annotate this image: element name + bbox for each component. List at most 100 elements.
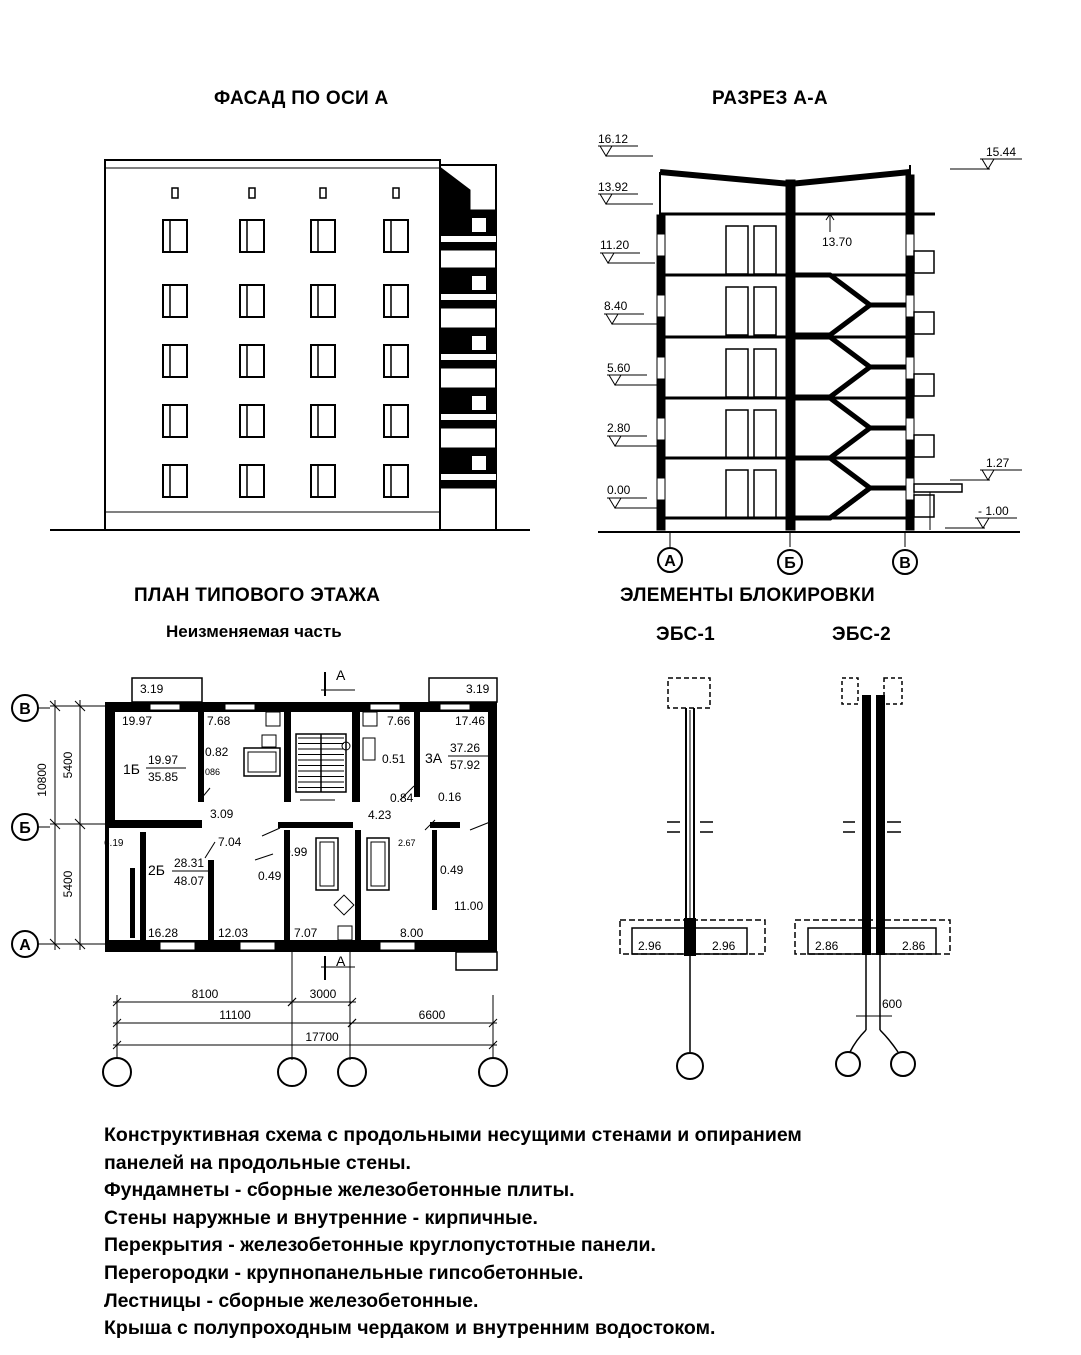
svg-text:В: В [19,701,31,718]
facade-balcony [440,327,497,369]
section-balcony [913,434,935,458]
section-balcony [913,494,935,518]
facade-window [310,344,336,378]
ebs1-right-value: 2.96 [712,939,736,953]
area-17-46: 17.46 [455,714,485,728]
dim-5400-upper: 5400 [61,751,75,778]
ebs1-drawing [619,677,766,1080]
svg-text:А: А [19,937,31,954]
section-drawing [598,145,1022,533]
area-0-82: 0.82 [205,745,229,759]
ebs2-left-value: 2.86 [815,939,839,953]
dim-11100: 11100 [219,1008,251,1022]
dim-5400-lower: 5400 [61,870,75,897]
note-line: Лестницы - сборные железобетонные. [104,1289,479,1312]
note-line: Фундамнеты - сборные железобетонные плит… [104,1179,575,1202]
plan-axis-b: Б [11,813,50,841]
area-4-23: 4.23 [368,808,392,822]
facade-balcony [440,209,497,251]
area-0-99: 0.99 [284,845,308,859]
area-0-49-right: 0.49 [440,863,464,877]
area-0-51: 0.51 [382,752,406,766]
facade-window [239,219,265,253]
plan-axis-v: В [11,694,50,722]
area-16-28: 16.28 [148,926,178,940]
balcony-bottom: 2.96 [462,938,486,952]
area-7-04: 7.04 [218,835,242,849]
plan-title: ПЛАН ТИПОВОГО ЭТАЖА [134,585,381,606]
ebs2-gap: 600 [882,997,902,1011]
section-balcony [913,250,935,274]
note-line: Перекрытия - железобетонные круглопустот… [104,1234,656,1257]
section-stair-flight [795,272,906,308]
svg-text:В: В [899,555,911,572]
facade-window [383,284,409,318]
section-door [753,348,777,398]
level-15-44: 15.44 [986,145,1016,159]
facade-title: ФАСАД ПО ОСИ А [214,88,389,109]
section-door [725,469,749,519]
note-line: Перегородки - крупнопанельные гипсобетон… [104,1261,584,1284]
section-door [753,225,777,275]
facade-window [310,284,336,318]
apt-1b-small: 086 [205,767,220,777]
area-7-66: 7.66 [387,714,411,728]
area-2-67: 2.67 [398,838,416,848]
section-stair-flight [795,365,872,400]
level-11-20: 11.20 [600,238,629,252]
area-19-97: 19.97 [122,714,152,728]
note-line: Крыша с полупроходным чердаком и внутрен… [104,1317,716,1340]
section-door [725,409,749,459]
ebs2-title: ЭБС-2 [832,624,892,645]
facade-balcony [440,387,497,429]
section-stair-flight [795,395,906,431]
note-line: панелей на продольные стены. [104,1151,411,1174]
apt-3a-total: 57.92 [450,758,480,772]
note-line: Стены наружные и внутренние - кирпичные. [104,1206,538,1229]
facade-vent [171,187,179,199]
blocking-title: ЭЛЕМЕНТЫ БЛОКИРОВКИ [620,585,875,606]
section-stair-flight [795,334,906,370]
area-3-09: 3.09 [210,807,234,821]
balcony-left: 3.19 [140,682,164,696]
area-7-07: 7.07 [294,926,318,940]
ebs1-left-value: 2.96 [638,939,662,953]
section-door [753,286,777,336]
facade-window [239,404,265,438]
area-6-19: 6.19 [104,838,124,849]
construction-notes: Конструктивная схема с продольными несущ… [104,1122,1004,1343]
facade-window [162,404,188,438]
balcony-right: 3.19 [466,682,490,696]
facade-vent [392,187,400,199]
facade-window [310,464,336,498]
dim-3000: 3000 [310,987,337,1001]
facade-window [310,404,336,438]
level-0-00: 0.00 [607,483,631,497]
apt-1b-code: 1Б [123,761,140,777]
level-13-70: 13.70 [822,235,852,249]
area-0-84: 0.84 [390,791,414,805]
facade-window [383,219,409,253]
ebs2-right-value: 2.86 [902,939,926,953]
section-door [725,225,749,275]
level-marks [598,145,1022,529]
plan-bottom-axis-bubbles [102,1057,508,1087]
ebs2-drawing [794,677,951,1077]
section-axis-v: В [892,532,918,575]
facade-drawing [50,159,530,531]
dim-17700: 17700 [305,1030,339,1044]
apt-3a-code: 3А [425,750,443,766]
facade-window [162,284,188,318]
section-door [753,409,777,459]
facade-balcony [440,447,497,489]
level-5-60: 5.60 [607,361,631,375]
svg-text:А: А [664,553,676,570]
facade-balcony [440,267,497,309]
dim-10800: 10800 [35,763,49,797]
apt-2b-living: 28.31 [174,856,204,870]
facade-window [383,404,409,438]
cut-mark-bottom: А [336,953,346,969]
facade-window [162,219,188,253]
facade-window [239,464,265,498]
